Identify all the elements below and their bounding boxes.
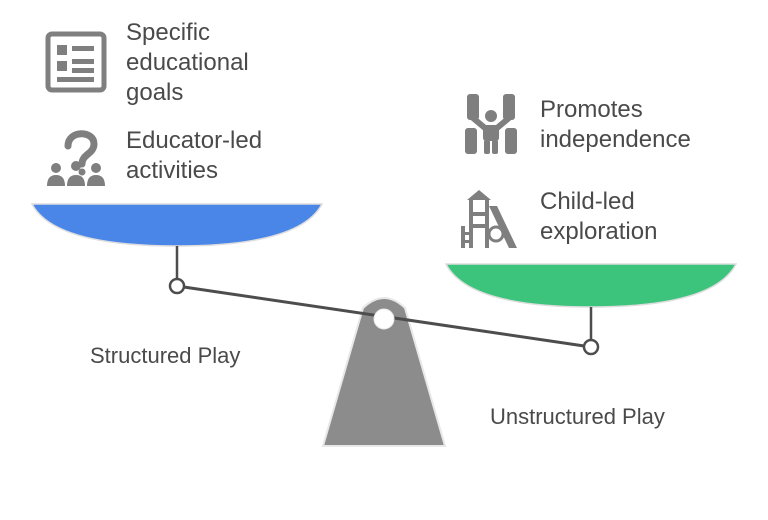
left-item-2-line-2: activities — [126, 157, 219, 184]
independence-icon — [459, 92, 523, 156]
right-item-2-line-1: Child-led — [540, 188, 635, 215]
playground-icon — [459, 186, 523, 250]
left-pan — [30, 203, 324, 247]
left-item-1-line-2: educational — [126, 49, 249, 76]
document-icon — [44, 30, 108, 94]
unstructured-play-label: Unstructured Play — [490, 404, 665, 429]
left-item-1-line-3: goals — [126, 79, 184, 106]
right-joint — [582, 338, 600, 356]
fulcrum — [321, 297, 447, 447]
left-joint — [168, 277, 186, 295]
right-item-1-line-1: Promotes — [540, 96, 643, 123]
right-item-2-line-2: exploration — [540, 218, 658, 245]
right-item-1-text: Promotes independence — [540, 95, 691, 155]
pivot — [373, 308, 395, 330]
right-item-1-line-2: independence — [540, 126, 691, 153]
left-item-2-line-1: Educator-led — [126, 127, 263, 154]
educator-group-icon — [44, 124, 108, 188]
left-item-2-text: Educator-led activities — [126, 126, 262, 186]
right-pan — [444, 263, 738, 308]
left-item-1-text: Specific educational goals — [126, 18, 249, 108]
structured-play-label: Structured Play — [90, 343, 241, 368]
right-item-2-text: Child-led exploration — [540, 187, 657, 247]
left-item-1-line-1: Specific — [126, 19, 211, 46]
